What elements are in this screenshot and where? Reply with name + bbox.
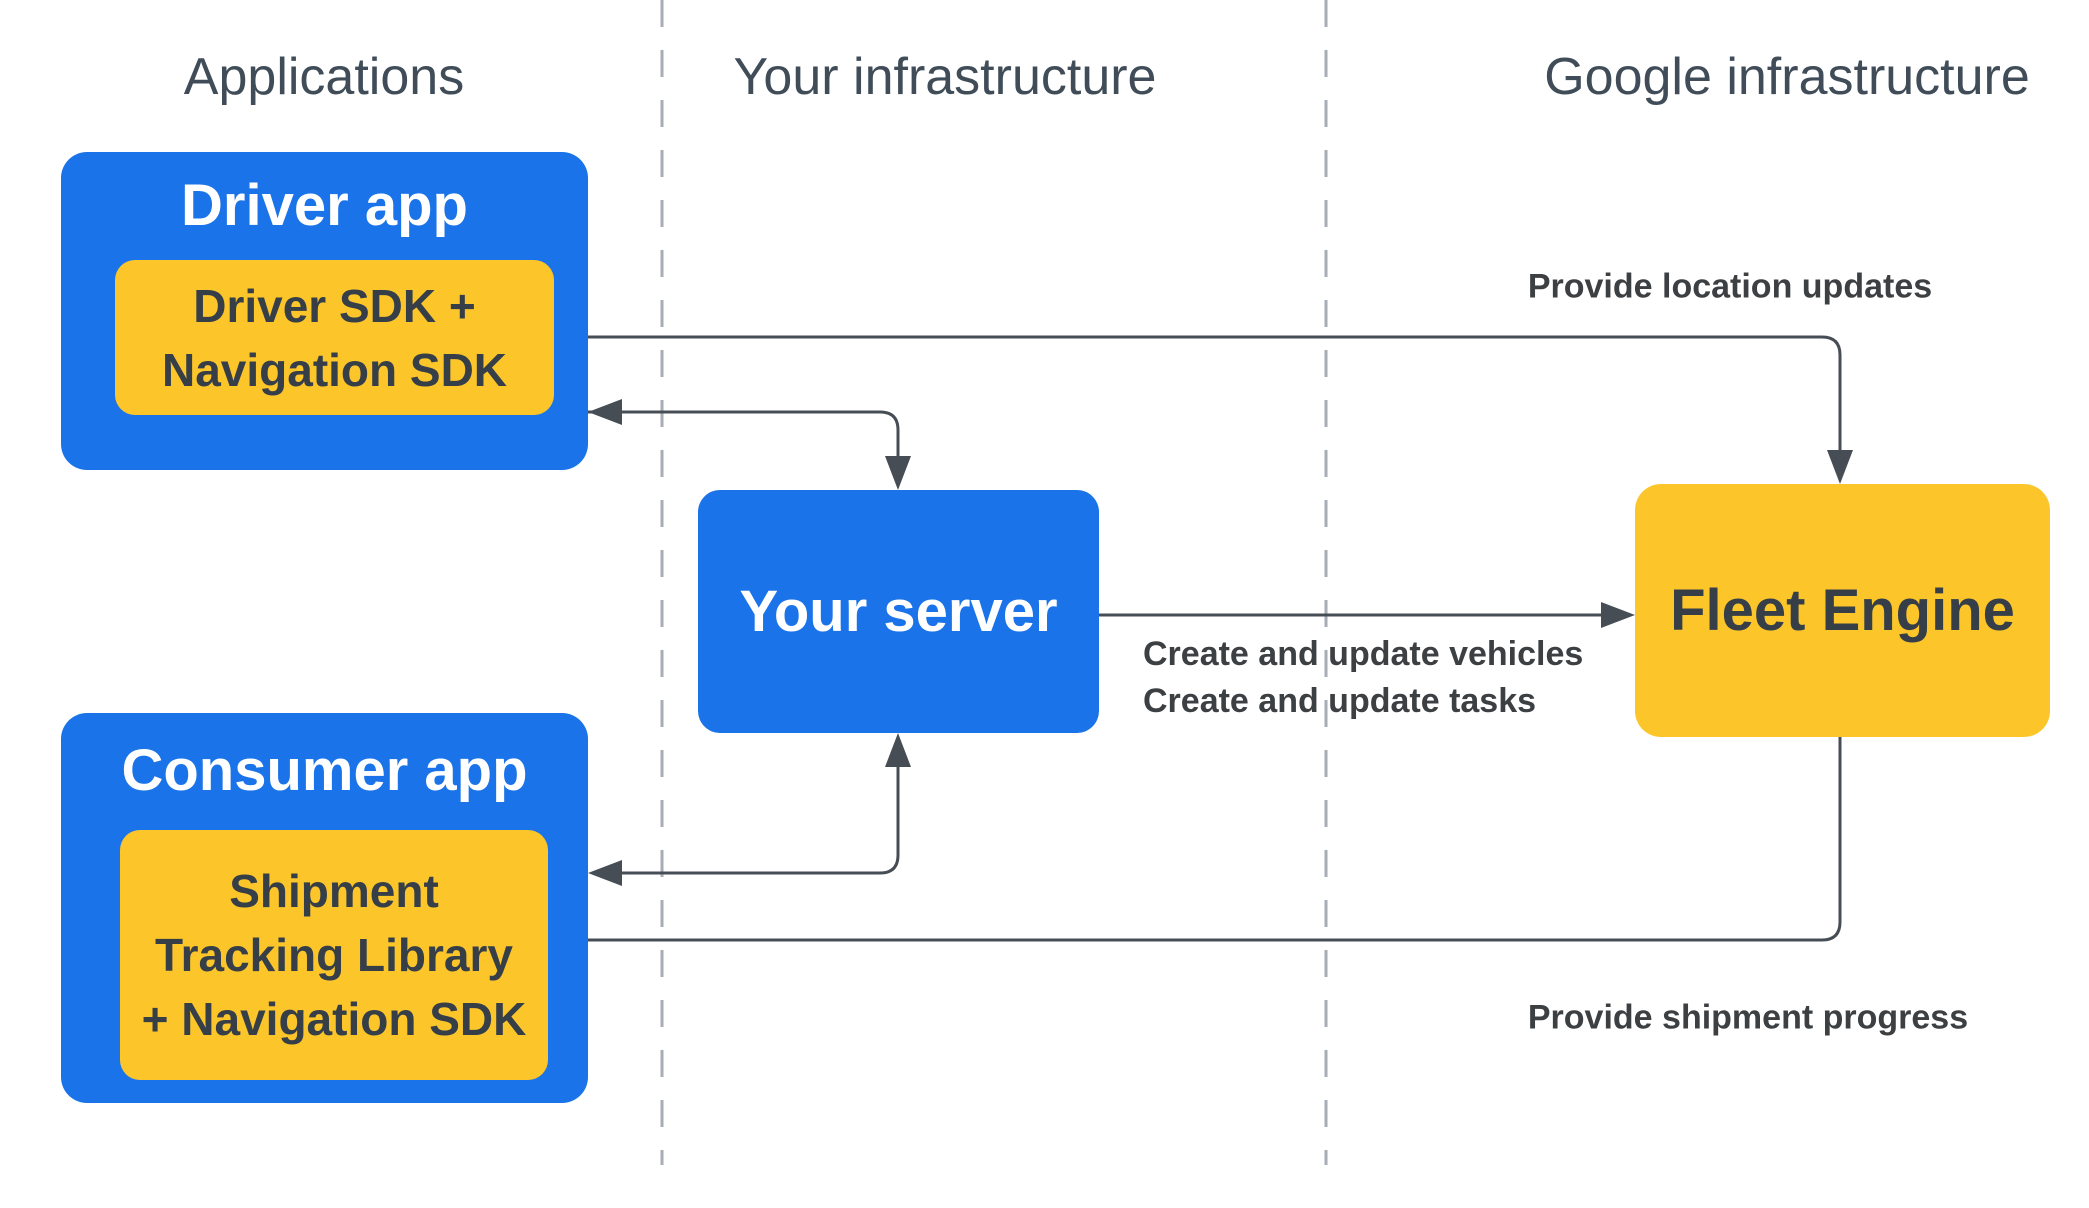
server-consumer-app-connector bbox=[592, 743, 900, 875]
consumer-app-title: Consumer app bbox=[121, 738, 528, 803]
fleet-engine-node: Fleet Engine bbox=[1635, 484, 2050, 737]
arrowhead-into-your-server-bottom bbox=[885, 733, 911, 767]
driver-app-server-connector bbox=[588, 410, 900, 480]
column-header-your-infrastructure: Your infrastructure bbox=[733, 48, 1157, 106]
create-and-update-label: Create and update vehicles Create and up… bbox=[1143, 631, 1583, 725]
shipment-progress-connector bbox=[556, 737, 1842, 942]
fleet-engine-title: Fleet Engine bbox=[1670, 577, 2015, 643]
arrowhead-into-driver-app bbox=[588, 399, 622, 425]
arrowhead-into-consumer-app bbox=[588, 860, 622, 886]
driver-sdk-node: Driver SDK + Navigation SDK bbox=[115, 260, 554, 415]
driver-sdk-line-2: Navigation SDK bbox=[161, 343, 508, 396]
arrowhead-into-fleet-engine-left bbox=[1601, 602, 1635, 628]
shipment-library-line-1: Shipment bbox=[229, 865, 439, 917]
column-header-google-infrastructure: Google infrastructure bbox=[1544, 48, 2030, 106]
driver-app-title: Driver app bbox=[181, 173, 468, 238]
provide-location-updates-label: Provide location updates bbox=[1527, 267, 1933, 306]
your-server-title: Your server bbox=[739, 578, 1058, 644]
driver-sdk-line-1: Driver SDK + bbox=[193, 279, 476, 332]
provide-shipment-progress-label: Provide shipment progress bbox=[1527, 998, 1969, 1037]
location-updates-connector bbox=[554, 335, 1842, 470]
arrowhead-into-your-server-top bbox=[885, 456, 911, 490]
your-server-node: Your server bbox=[698, 490, 1099, 733]
shipment-tracking-library-node: Shipment Tracking Library + Navigation S… bbox=[120, 830, 548, 1080]
column-header-applications: Applications bbox=[183, 48, 465, 106]
shipment-library-line-2: Tracking Library bbox=[155, 929, 513, 981]
create-update-tasks-line: Create and update tasks bbox=[1143, 682, 1537, 720]
arrowhead-into-fleet-engine-top bbox=[1827, 450, 1853, 484]
create-update-vehicles-line: Create and update vehicles bbox=[1143, 635, 1584, 673]
shipment-library-line-3: + Navigation SDK bbox=[141, 993, 527, 1045]
